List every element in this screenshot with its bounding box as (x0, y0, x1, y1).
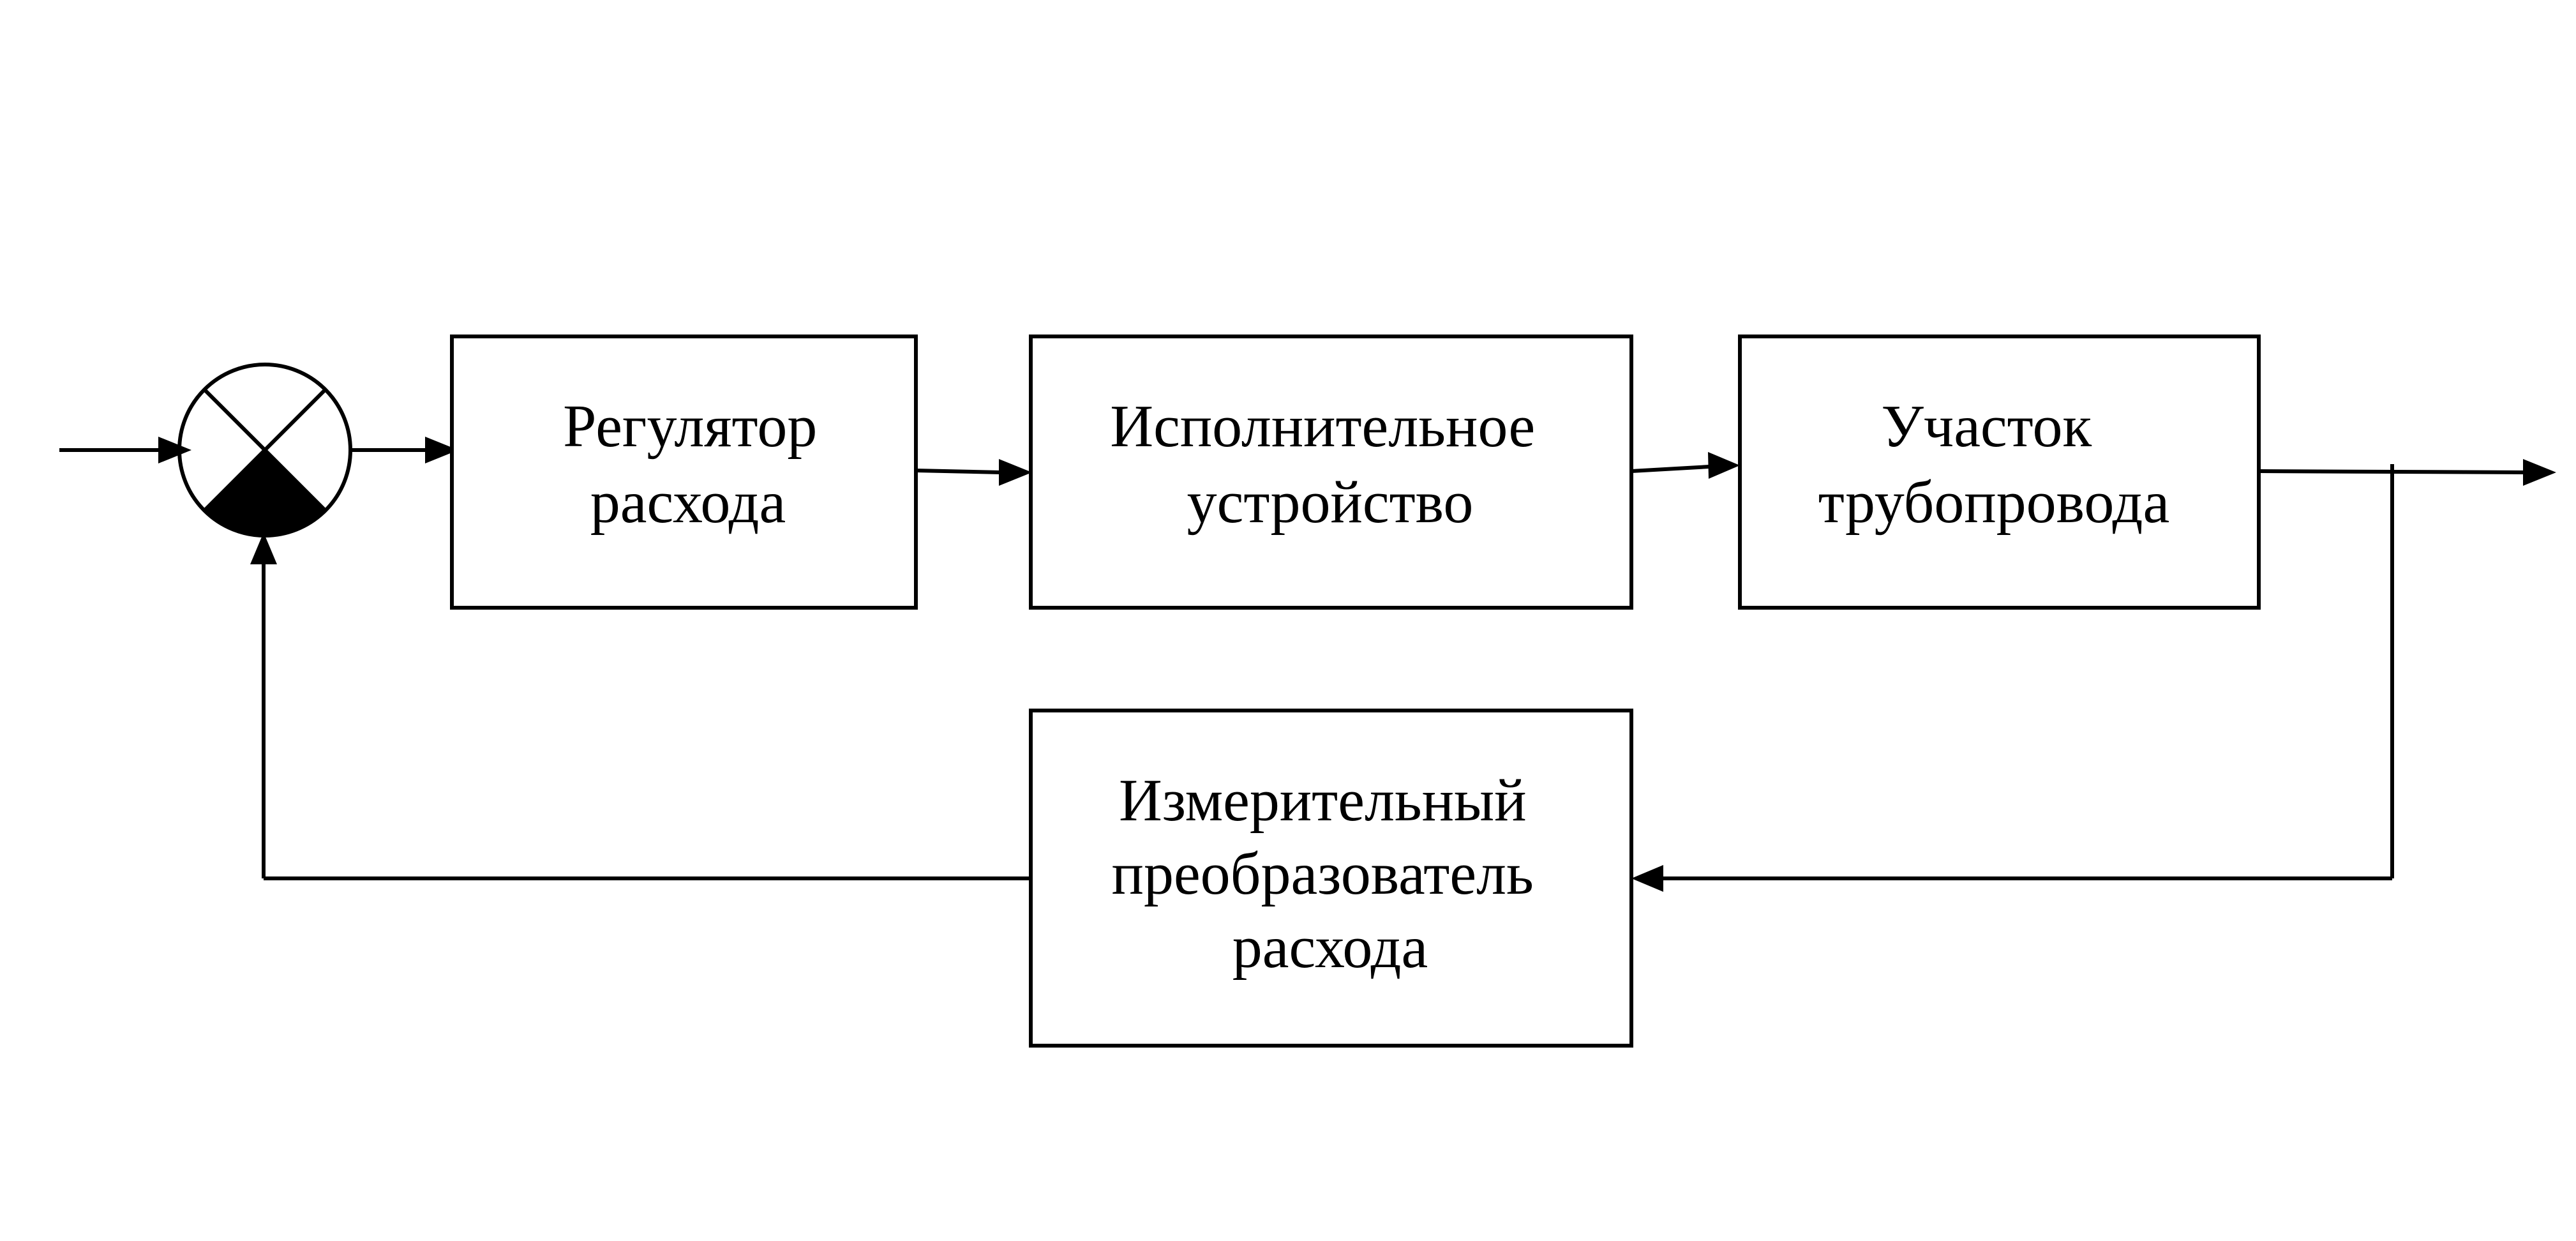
pipeline-label-line1: Участок (1881, 393, 2092, 460)
summing-junction-filled-sector (204, 450, 326, 536)
actuator-label: Исполнительное устройство (1110, 393, 1550, 536)
control-signal-line (915, 469, 1001, 474)
regulator-box (450, 335, 918, 610)
error-signal-arrowhead (425, 437, 458, 463)
regulator-label: Регулятор расхода (563, 393, 832, 536)
sensor-label-line3: расхода (1232, 914, 1428, 981)
pipeline-box (1738, 335, 2261, 610)
pipeline-label: Участок трубопровода (1818, 393, 2169, 536)
sensor-label: Измерительный преобразователь расхода (1112, 767, 1549, 981)
output-arrowhead (2523, 459, 2556, 486)
control-signal-arrowhead (999, 459, 1032, 486)
sensor-label-line2: преобразователь (1112, 841, 1534, 907)
pipeline-label-line2: трубопровода (1818, 469, 2169, 536)
actuator-label-line1: Исполнительное (1110, 393, 1535, 460)
regulator-label-line1: Регулятор (563, 393, 817, 460)
input-arrowhead (158, 437, 191, 463)
feedback-junction-arrowhead (250, 532, 277, 564)
actuator-label-line2: устройство (1187, 469, 1474, 536)
actuator-box (1029, 335, 1633, 610)
actuation-arrowhead (1708, 452, 1740, 479)
sensor-block: Измерительный преобразователь расхода (1029, 709, 1633, 1048)
summing-junction-cross-b (203, 388, 327, 512)
feedback-sensor-arrowhead (1631, 865, 1663, 892)
pipeline-block: Участок трубопровода (1738, 335, 2261, 610)
actuation-line (1631, 465, 1710, 473)
summing-junction (177, 363, 352, 538)
actuator-block: Исполнительное устройство (1029, 335, 1633, 610)
sensor-box (1029, 709, 1633, 1048)
regulator-block: Регулятор расхода (450, 335, 918, 610)
sensor-label-line1: Измерительный (1119, 767, 1527, 834)
regulator-label-line2: расхода (590, 469, 786, 536)
